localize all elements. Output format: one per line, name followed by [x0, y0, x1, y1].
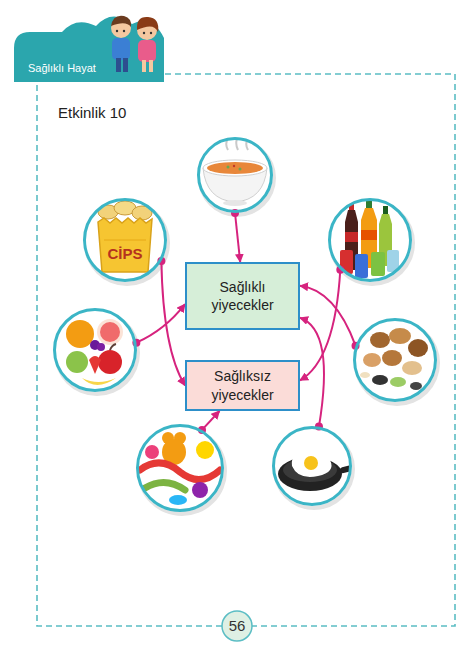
connector-line: [300, 318, 324, 427]
box-text: Sağlıklı yiyecekler: [205, 278, 280, 314]
connector-dot: [157, 257, 165, 265]
dashed-frame: [37, 74, 455, 626]
bag-text: CİPS: [86, 245, 164, 262]
nuts-circle: [353, 318, 437, 402]
soup-circle: [197, 137, 273, 213]
process-box: Sağlıksız yiyecekler: [185, 360, 300, 411]
egg-circle: [272, 426, 352, 506]
header-tab: [14, 16, 164, 82]
section-label: Sağlıklı Hayat: [28, 62, 96, 74]
gummies-circle: [136, 424, 224, 512]
box-text: Sağlıksız yiyecekler: [205, 367, 280, 403]
connector-arrow: [300, 266, 344, 381]
connector-line: [300, 286, 356, 346]
connector-arrow: [132, 304, 185, 347]
circle-grounds: [53, 137, 440, 516]
connector-line: [161, 261, 185, 386]
connector-arrow: [157, 257, 185, 386]
connector-dot: [336, 266, 344, 274]
connector-dot: [198, 426, 206, 434]
soup-illustration: [203, 135, 267, 206]
kids-illustration: [111, 16, 158, 72]
drinks-illustration: [340, 200, 399, 278]
nuts-illustration: [360, 328, 428, 390]
connector-line: [235, 213, 240, 262]
connector-arrow: [300, 318, 324, 431]
connector-line: [136, 304, 185, 343]
process-box: Sağlıklı yiyecekler: [185, 262, 300, 330]
fruits-illustration: [66, 319, 123, 385]
connector-arrow: [198, 411, 220, 434]
activity-title: Etkinlik 10: [58, 104, 126, 121]
gummies-illustration: [140, 432, 220, 505]
connector-arrow: [231, 209, 240, 262]
page-number: 56: [217, 617, 257, 634]
drinks-circle: [328, 198, 412, 282]
chips-circle: CİPS: [83, 198, 167, 282]
fruits-circle: [53, 308, 137, 392]
connector-arrow: [300, 286, 360, 350]
